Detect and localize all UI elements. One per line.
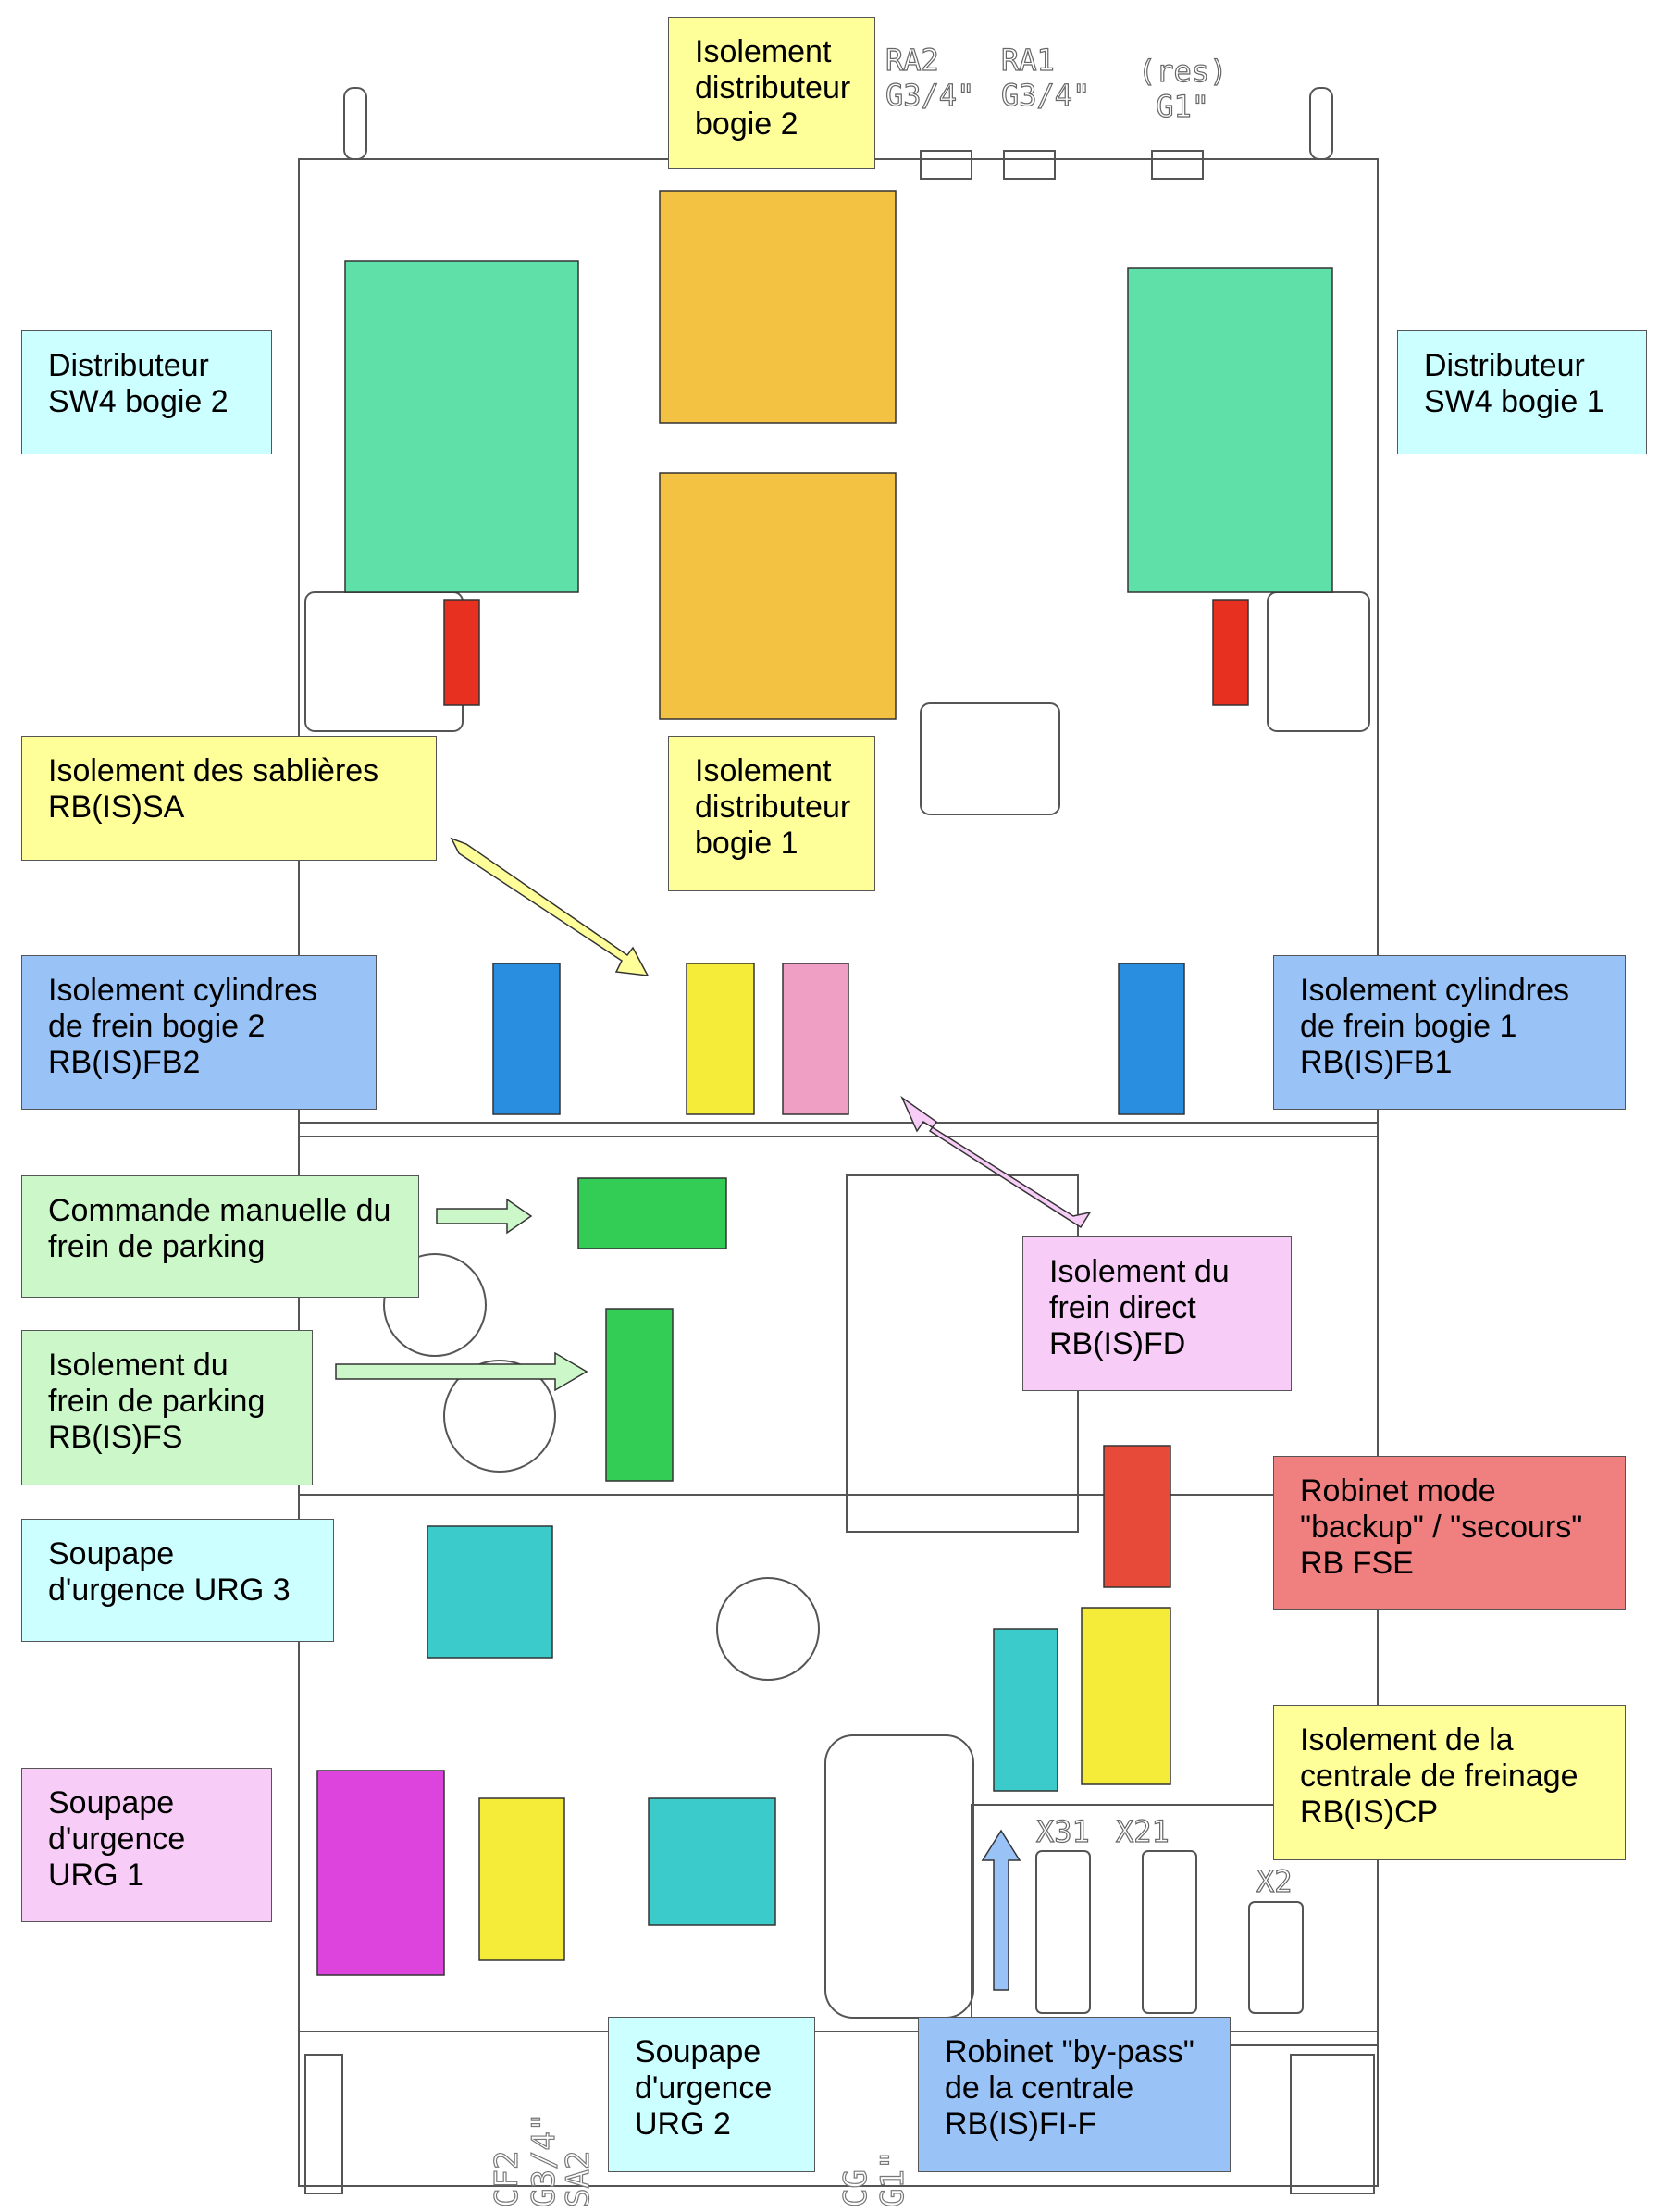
label-isolement-centrale: Isolement de la centrale de freinage RB(… <box>1273 1705 1626 1860</box>
bypass-valve <box>993 1628 1058 1792</box>
backup-valve <box>1103 1445 1171 1588</box>
arrow-frein-direct <box>900 1095 1092 1229</box>
connector-x2: X2 <box>1256 1863 1293 1899</box>
label-distributeur-sw4-bogie2: Distributeur SW4 bogie 2 <box>21 330 272 454</box>
sanders-valve <box>686 963 755 1115</box>
direct-brake-valve <box>782 963 849 1115</box>
label-isolement-cylindres-bogie1: Isolement cylindres de frein bogie 1 RB(… <box>1273 955 1626 1110</box>
mounting-post-right <box>1309 87 1333 160</box>
port-ra2-thread: G3/4" <box>885 77 975 113</box>
cylinder-valve-bogie1 <box>1118 963 1185 1115</box>
port-ra2-name: RA2 <box>885 42 939 78</box>
red-handle-left <box>443 599 480 706</box>
connector-x21: X21 <box>1115 1813 1170 1849</box>
arrow-bypass <box>981 1829 1021 1991</box>
connector-x31: X31 <box>1035 1813 1090 1849</box>
distributor-bogie1 <box>659 472 897 720</box>
sw4-distributor-bogie2 <box>344 260 579 593</box>
round-yellow-valve <box>478 1797 565 1961</box>
port-cf2-thread: G3/4" <box>525 2112 563 2208</box>
cylinder-valve-bogie2 <box>492 963 561 1115</box>
urg1-valve <box>316 1770 445 1976</box>
label-soupape-urg1: Soupape d'urgence URG 1 <box>21 1768 272 1922</box>
label-soupape-urg3: Soupape d'urgence URG 3 <box>21 1519 334 1642</box>
parking-isolation-valve <box>605 1308 674 1482</box>
red-handle-right <box>1212 599 1249 706</box>
label-soupape-urg2: Soupape d'urgence URG 2 <box>608 2017 815 2172</box>
arrow-cmd-parking <box>436 1198 533 1235</box>
label-isolement-distributeur-bogie1: Isolement distributeur bogie 1 <box>668 736 875 891</box>
arrow-isol-parking <box>335 1351 588 1392</box>
port-cg-thread: G1" <box>873 2150 911 2208</box>
label-commande-manuelle-parking: Commande manuelle du frein de parking <box>21 1175 419 1298</box>
parking-manual-command <box>577 1177 727 1249</box>
port-cf2: CF2 <box>488 2150 526 2208</box>
port-cg: CG <box>836 2169 874 2207</box>
urg2-valve <box>648 1797 776 1926</box>
filter-cylinder <box>824 1734 974 2019</box>
distributor-bogie2 <box>659 190 897 424</box>
port-sa2: SA2 <box>559 2150 597 2208</box>
port-res-name: (res) <box>1137 53 1228 89</box>
port-res: (res)G1" <box>1137 53 1228 124</box>
arrow-sablieres <box>450 837 650 976</box>
mounting-post-left <box>343 87 367 160</box>
port-res-thread: G1" <box>1156 88 1210 124</box>
label-robinet-bypass: Robinet "by-pass" de la centrale RB(IS)F… <box>918 2017 1231 2172</box>
label-robinet-backup: Robinet mode "backup" / "secours" RB FSE <box>1273 1456 1626 1610</box>
port-ra1-name: RA1 <box>1000 42 1055 78</box>
brake-unit-isolation-valve <box>1081 1607 1171 1785</box>
sw4-distributor-bogie1 <box>1127 267 1333 593</box>
label-isolement-frein-direct: Isolement du frein direct RB(IS)FD <box>1022 1236 1292 1391</box>
label-isolement-distributeur-bogie2: Isolement distributeur bogie 2 <box>668 17 875 169</box>
urg3-valve <box>427 1525 553 1659</box>
label-distributeur-sw4-bogie1: Distributeur SW4 bogie 1 <box>1397 330 1647 454</box>
label-isolement-frein-parking: Isolement du frein de parking RB(IS)FS <box>21 1330 313 1485</box>
label-isolement-cylindres-bogie2: Isolement cylindres de frein bogie 2 RB(… <box>21 955 377 1110</box>
port-ra1-thread: G3/4" <box>1000 77 1091 113</box>
label-isolement-sablieres: Isolement des sablières RB(IS)SA <box>21 736 437 861</box>
